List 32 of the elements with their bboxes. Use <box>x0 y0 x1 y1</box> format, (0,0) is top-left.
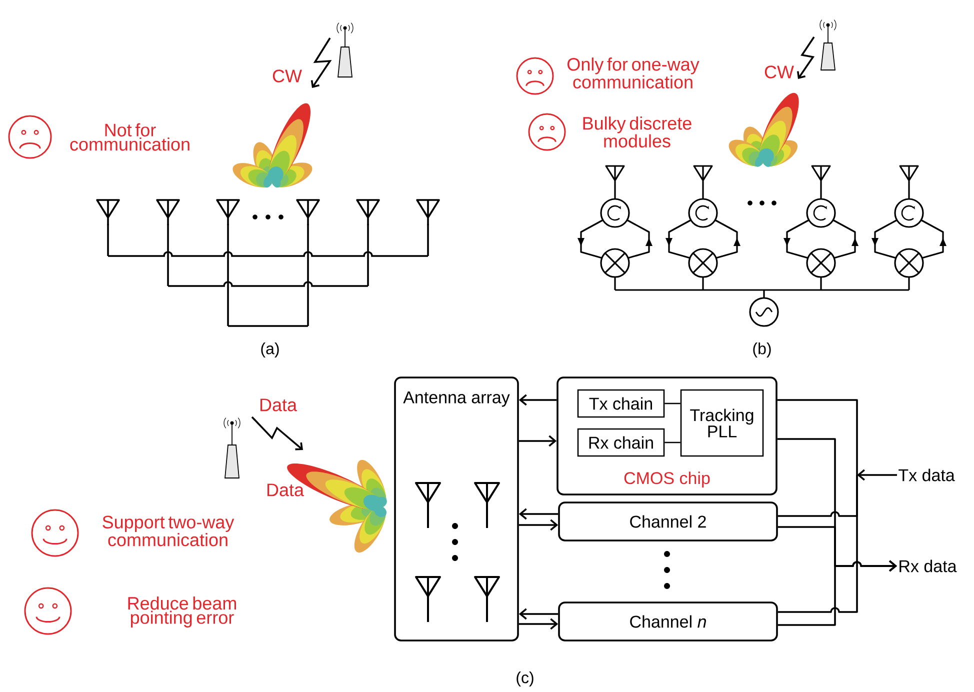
pll-block: Tracking PLL <box>680 389 764 457</box>
signal-label: Data <box>267 484 304 496</box>
connector-arrow <box>518 435 557 447</box>
port-label: Tx data <box>898 468 955 482</box>
connector-arrow <box>518 608 558 620</box>
connector-arrow <box>518 394 557 406</box>
antenna-array-box: Antenna array <box>394 376 519 642</box>
signal-label: Data <box>260 398 297 412</box>
panel-label: (b) <box>753 342 771 358</box>
connector-line <box>664 402 680 404</box>
channel-box: Channel n <box>558 602 778 642</box>
connector-arrow <box>778 560 897 626</box>
connector-arrow <box>518 508 558 520</box>
port-label: Rx data <box>900 560 957 572</box>
panel-label: (c) <box>516 672 534 686</box>
chain-block: Rx chain <box>577 428 665 457</box>
note-text: Only for one-way communication <box>568 58 700 88</box>
chain-block: Tx chain <box>577 389 665 418</box>
signal-label: CW <box>272 70 302 82</box>
connector-arrow <box>518 618 558 630</box>
bus-line <box>778 475 858 613</box>
note-text: Not for communication <box>70 123 190 151</box>
channel-box: Channel 2 <box>558 502 778 542</box>
connector-arrow <box>857 469 897 481</box>
signal-label: CW <box>764 66 794 78</box>
connector-arrow <box>518 519 558 531</box>
note-text: Support two-way communication <box>102 516 234 546</box>
panel-label: (a) <box>261 342 279 358</box>
note-text: Bulky discrete modules <box>583 116 692 148</box>
connector-line <box>664 442 680 444</box>
note-text: Reduce beam pointing error <box>128 596 236 628</box>
bus-line <box>777 399 858 475</box>
